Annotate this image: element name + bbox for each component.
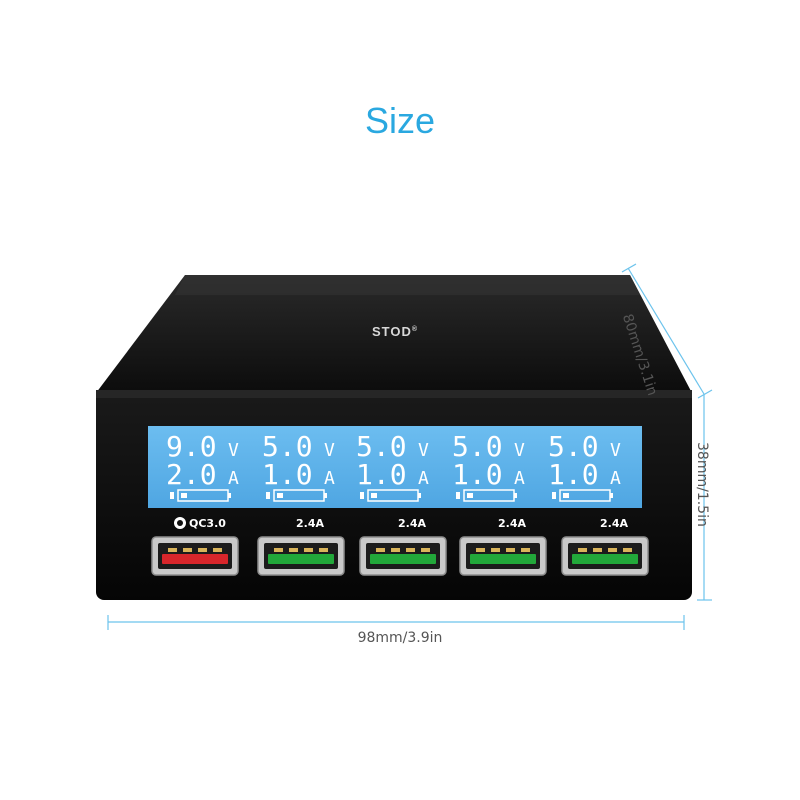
lcd-current-unit: A xyxy=(228,468,239,489)
brand-logo: STOD® xyxy=(372,324,418,339)
usb-port-label: 2.4A xyxy=(296,517,324,530)
lcd-port-reading: 5.0 V 1.0 A xyxy=(262,430,335,502)
usb-ports: QC3.0 2.4A 2.4A 2.4A 2.4A xyxy=(151,517,649,576)
lcd-port-reading: 5.0 V 1.0 A xyxy=(548,430,621,502)
battery-icon xyxy=(360,489,421,502)
lcd-voltage-unit: V xyxy=(324,440,335,461)
usb-tongue xyxy=(370,554,436,564)
lcd-voltage-unit: V xyxy=(418,440,429,461)
depth-dimension-tick-top xyxy=(621,263,637,273)
lcd-readings: 9.0 V 2.0 A 5.0 V 1.0 A 5.0 V 1.0 A 5.0 V 1.0 A 5.0 V 1.0 A xyxy=(166,430,621,502)
usb-port[interactable]: QC3.0 xyxy=(151,517,239,576)
lcd-voltage: 5.0 xyxy=(452,430,503,463)
battery-icon xyxy=(266,489,327,502)
lcd-voltage: 5.0 xyxy=(548,430,599,463)
battery-icon xyxy=(170,489,231,502)
lcd-port-reading: 5.0 V 1.0 A xyxy=(452,430,525,502)
usb-port-label: 2.4A xyxy=(600,517,628,530)
lcd-current: 2.0 xyxy=(166,458,217,491)
charger-top-highlight xyxy=(175,275,640,295)
lcd-current-unit: A xyxy=(418,468,429,489)
battery-icon xyxy=(456,489,517,502)
lcd-current: 1.0 xyxy=(262,458,313,491)
width-dimension-label: 98mm/3.9in xyxy=(357,630,443,646)
lcd-current: 1.0 xyxy=(356,458,407,491)
usb-port[interactable]: 2.4A xyxy=(561,517,649,576)
lcd-current: 1.0 xyxy=(548,458,599,491)
height-dimension-label: 38mm/1.5in xyxy=(694,442,710,527)
lcd-current-unit: A xyxy=(514,468,525,489)
charger-top-face xyxy=(96,275,692,393)
dimension-lines xyxy=(107,263,713,630)
lcd-voltage-unit: V xyxy=(610,440,621,461)
lcd-voltage: 5.0 xyxy=(356,430,407,463)
usb-tongue xyxy=(268,554,334,564)
lcd-port-reading: 9.0 V 2.0 A xyxy=(166,430,239,502)
lcd-current: 1.0 xyxy=(452,458,503,491)
battery-icon xyxy=(552,489,613,502)
charger-front-rim xyxy=(96,390,692,398)
lcd-current-unit: A xyxy=(610,468,621,489)
page-title: Size xyxy=(364,100,436,141)
lcd-voltage-unit: V xyxy=(228,440,239,461)
usb-port[interactable]: 2.4A xyxy=(257,517,345,576)
lcd-port-reading: 5.0 V 1.0 A xyxy=(356,430,429,502)
depth-dimension-line xyxy=(627,267,705,395)
lcd-current-unit: A xyxy=(324,468,335,489)
lcd-voltage: 5.0 xyxy=(262,430,313,463)
usb-port-label: 2.4A xyxy=(398,517,426,530)
usb-tongue xyxy=(470,554,536,564)
usb-tongue xyxy=(572,554,638,564)
usb-port-label: 2.4A xyxy=(498,517,526,530)
lcd-voltage: 9.0 xyxy=(166,430,217,463)
usb-port-label: QC3.0 xyxy=(189,517,226,530)
depth-dimension-tick-bottom xyxy=(697,389,713,399)
usb-port[interactable]: 2.4A xyxy=(459,517,547,576)
lcd-voltage-unit: V xyxy=(514,440,525,461)
usb-port[interactable]: 2.4A xyxy=(359,517,447,576)
usb-tongue xyxy=(162,554,228,564)
